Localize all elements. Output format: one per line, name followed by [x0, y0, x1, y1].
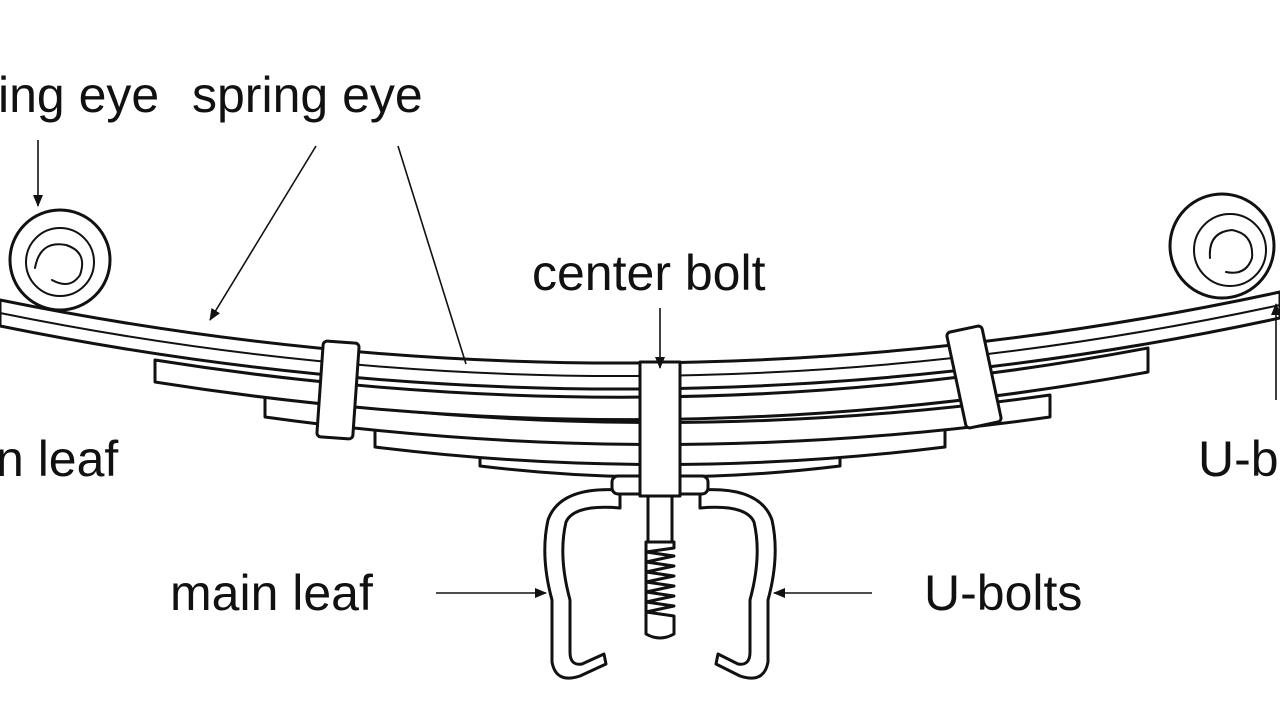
- rebound-clip-left: [315, 339, 361, 441]
- labels: ing eye spring eye center bolt n leaf U-…: [0, 67, 1279, 621]
- spring-eye-right: [1168, 192, 1276, 300]
- label-center-bolt: center bolt: [532, 245, 766, 301]
- spring-eye-left: [8, 208, 112, 312]
- label-main-leaf-left: n leaf: [0, 431, 118, 487]
- leaf-2: [153, 346, 1150, 422]
- leader-lines: [33, 140, 1280, 598]
- u-bolt-right-arm: [698, 488, 777, 680]
- u-bolt-left-arm: [543, 488, 622, 680]
- center-bolt: [638, 360, 682, 640]
- label-spring-eye: spring eye: [192, 67, 423, 123]
- label-u-bolts-right: U-b: [1198, 431, 1279, 487]
- rebound-clip-right: [945, 324, 1003, 430]
- line-spring-eye-to-leaf: [397, 145, 467, 365]
- label-main-leaf: main leaf: [170, 565, 373, 621]
- label-u-bolts: U-bolts: [924, 565, 1082, 621]
- label-spring-eye-left: ing eye: [0, 67, 159, 123]
- arrow-spring-eye-to-main-leaf: [209, 145, 317, 321]
